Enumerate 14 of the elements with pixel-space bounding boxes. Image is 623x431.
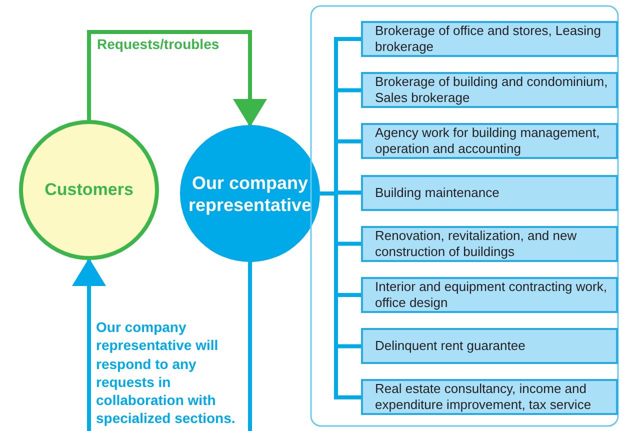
service-box: Agency work for building management, operation and accounting bbox=[361, 123, 618, 160]
service-box: Real estate consultancy, income and expenditure improvement, tax service bbox=[361, 379, 618, 416]
service-box: Brokerage of office and stores, Leasing brokerage bbox=[361, 21, 618, 57]
service-box: Interior and equipment contracting work, office design bbox=[361, 277, 618, 313]
edge-label: Requests/troubles bbox=[97, 35, 220, 54]
arrow bbox=[87, 30, 267, 127]
circle-label: Customers bbox=[44, 179, 134, 201]
circle-label: Our company representative bbox=[187, 172, 313, 216]
service-box: Delinquent rent guarantee bbox=[361, 328, 618, 364]
arrow bbox=[72, 258, 252, 431]
service-box: Brokerage of building and condominium, Sales brokerage bbox=[361, 72, 618, 108]
service-box: Renovation, revitalization, and new construction of buildings bbox=[361, 226, 618, 262]
edge-label: Our company representative will respond to any requests in collaboration with specialized sections. bbox=[96, 318, 236, 428]
service-box: Building maintenance bbox=[361, 174, 618, 211]
